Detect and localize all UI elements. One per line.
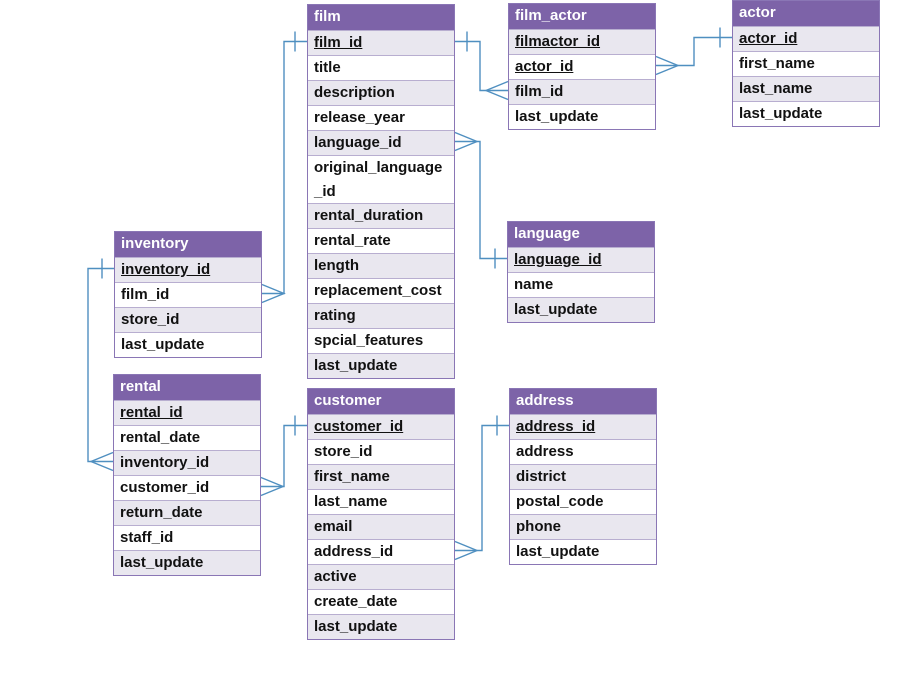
attribute-rental-id: rental_id [114, 400, 260, 425]
attribute-district: district [510, 464, 656, 489]
attribute-release-year: release_year [308, 105, 454, 130]
attribute-first-name: first_name [308, 464, 454, 489]
attribute-name: name [508, 272, 654, 297]
attribute-language-id: language_id [508, 247, 654, 272]
attribute-last-update: last_update [733, 101, 879, 126]
attribute-actor-id: actor_id [509, 54, 655, 79]
attribute-title: title [308, 55, 454, 80]
entity-header: rental [114, 375, 260, 400]
attribute-replacement-cost: replacement_cost [308, 278, 454, 303]
entity-header: actor [733, 1, 879, 26]
entity-header: address [510, 389, 656, 414]
attribute-address-id: address_id [308, 539, 454, 564]
many-marker [454, 131, 479, 152]
connector-film-language [455, 140, 507, 260]
connector-inventory-rental [87, 267, 114, 463]
entity-header: language [508, 222, 654, 247]
attribute-address: address [510, 439, 656, 464]
attribute-customer-id: customer_id [308, 414, 454, 439]
attribute-film-id: film_id [115, 282, 261, 307]
attribute-filmactor-id: filmactor_id [509, 29, 655, 54]
attribute-address-id: address_id [510, 414, 656, 439]
attribute-inventory-id: inventory_id [114, 450, 260, 475]
connector-actor-filmactor [656, 36, 732, 67]
attribute-last-update: last_update [508, 297, 654, 322]
attribute-length: length [308, 253, 454, 278]
attribute-last-update: last_update [114, 550, 260, 575]
attribute-customer-id: customer_id [114, 475, 260, 500]
attribute-postal-code: postal_code [510, 489, 656, 514]
attribute-spcial-features: spcial_features [308, 328, 454, 353]
connector-film-filmactor [455, 40, 508, 92]
attribute-last-update: last_update [308, 353, 454, 378]
attribute-create-date: create_date [308, 589, 454, 614]
entity-header: film_actor [509, 4, 655, 29]
many-marker [261, 283, 286, 304]
attribute-last-update: last_update [115, 332, 261, 357]
attribute-active: active [308, 564, 454, 589]
attribute-inventory-id: inventory_id [115, 257, 261, 282]
many-marker [89, 451, 114, 472]
attribute-last-name: last_name [733, 76, 879, 101]
connector-customer-address [455, 424, 509, 552]
connector-film-inventory [262, 40, 307, 295]
attribute-email: email [308, 514, 454, 539]
many-marker [484, 80, 509, 101]
attribute-rental-date: rental_date [114, 425, 260, 450]
attribute-last-update: last_update [308, 614, 454, 639]
entity-header: film [308, 5, 454, 30]
entity-header: customer [308, 389, 454, 414]
attribute-description: description [308, 80, 454, 105]
attribute-last-update: last_update [510, 539, 656, 564]
many-marker [655, 55, 680, 76]
attribute-staff-id: staff_id [114, 525, 260, 550]
attribute-first-name: first_name [733, 51, 879, 76]
attribute-phone: phone [510, 514, 656, 539]
attribute-rental-rate: rental_rate [308, 228, 454, 253]
connector-customer-rental [261, 424, 307, 488]
attribute-return-date: return_date [114, 500, 260, 525]
attribute-film-id: film_id [509, 79, 655, 104]
many-marker [454, 540, 479, 561]
attribute-last-name: last_name [308, 489, 454, 514]
attribute-rental-duration: rental_duration [308, 203, 454, 228]
attribute-film-id: film_id [308, 30, 454, 55]
attribute-rating: rating [308, 303, 454, 328]
entity-header: inventory [115, 232, 261, 257]
attribute-last-update: last_update [509, 104, 655, 129]
many-marker [260, 476, 285, 497]
attribute-actor-id: actor_id [733, 26, 879, 51]
attribute-language-id: language_id [308, 130, 454, 155]
attribute-store-id: store_id [308, 439, 454, 464]
attribute-original-language-id: original_language_id [308, 155, 454, 203]
attribute-store-id: store_id [115, 307, 261, 332]
